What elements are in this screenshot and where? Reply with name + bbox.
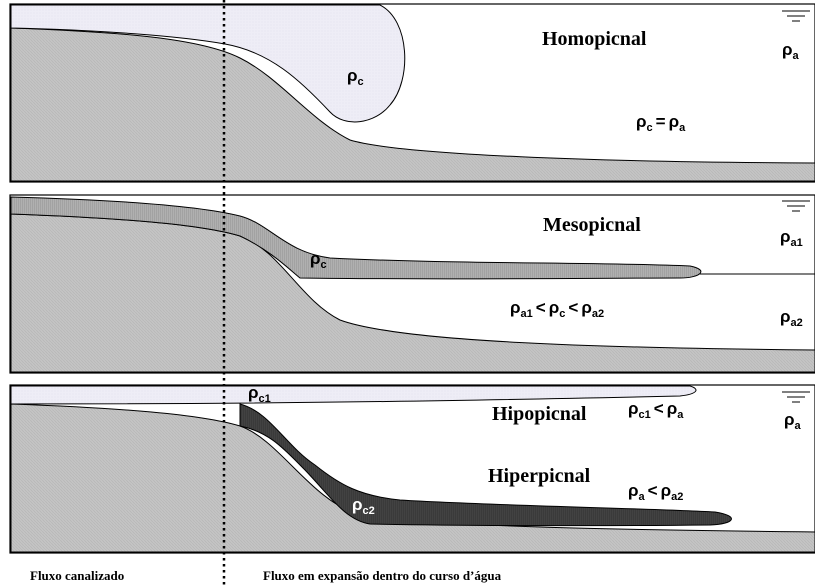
current-plume [10,4,406,123]
surface-current-density-label: ρc1 [248,383,271,405]
water-surface-icon [782,200,810,212]
water-surface-icon [782,10,810,22]
panel-hipo-hiper: ρc1 Hipopicnal ρc1<ρa Hiperpicnal ρa<ρa2… [9,383,815,554]
surface-current [10,385,697,405]
current-density-label: ρc [310,249,327,271]
panel-mesopicnal: Mesopicnal ρc ρa1<ρc<ρa2 ρa1 ρa2 [9,194,815,374]
hiperpicnal-inequality: ρa<ρa2 [628,481,683,503]
density-inequality: ρa1<ρc<ρa2 [510,298,604,320]
current-density-label: ρc [347,66,364,88]
current-layer [10,196,702,280]
footer-channelized-flow: Fluxo canalizado [30,568,124,583]
ambient-density-label: ρa [782,40,800,62]
bottom-current-density-label: ρc2 [352,495,375,517]
panel-title-hipopicnal: Hipopicnal [492,403,587,425]
density-equation: ρc=ρa [636,112,686,134]
upper-ambient-density-label: ρa1 [780,227,803,249]
ambient-density-label: ρa [784,410,802,432]
sediment-bed [10,27,815,182]
water-surface-icon [782,391,810,403]
footer-expanding-flow: Fluxo em expansão dentro do curso d’água [263,568,502,583]
panel-title-mesopicnal: Mesopicnal [543,214,641,236]
panel-homopicnal: Homopicnal ρc ρc=ρa ρa [9,3,815,183]
panel-title-homopicnal: Homopicnal [542,28,647,50]
bottom-current [239,403,732,527]
lower-ambient-density-label: ρa2 [780,307,803,329]
hipopicnal-inequality: ρc1<ρa [628,399,684,421]
panel-title-hiperpicnal: Hiperpicnal [488,465,591,487]
